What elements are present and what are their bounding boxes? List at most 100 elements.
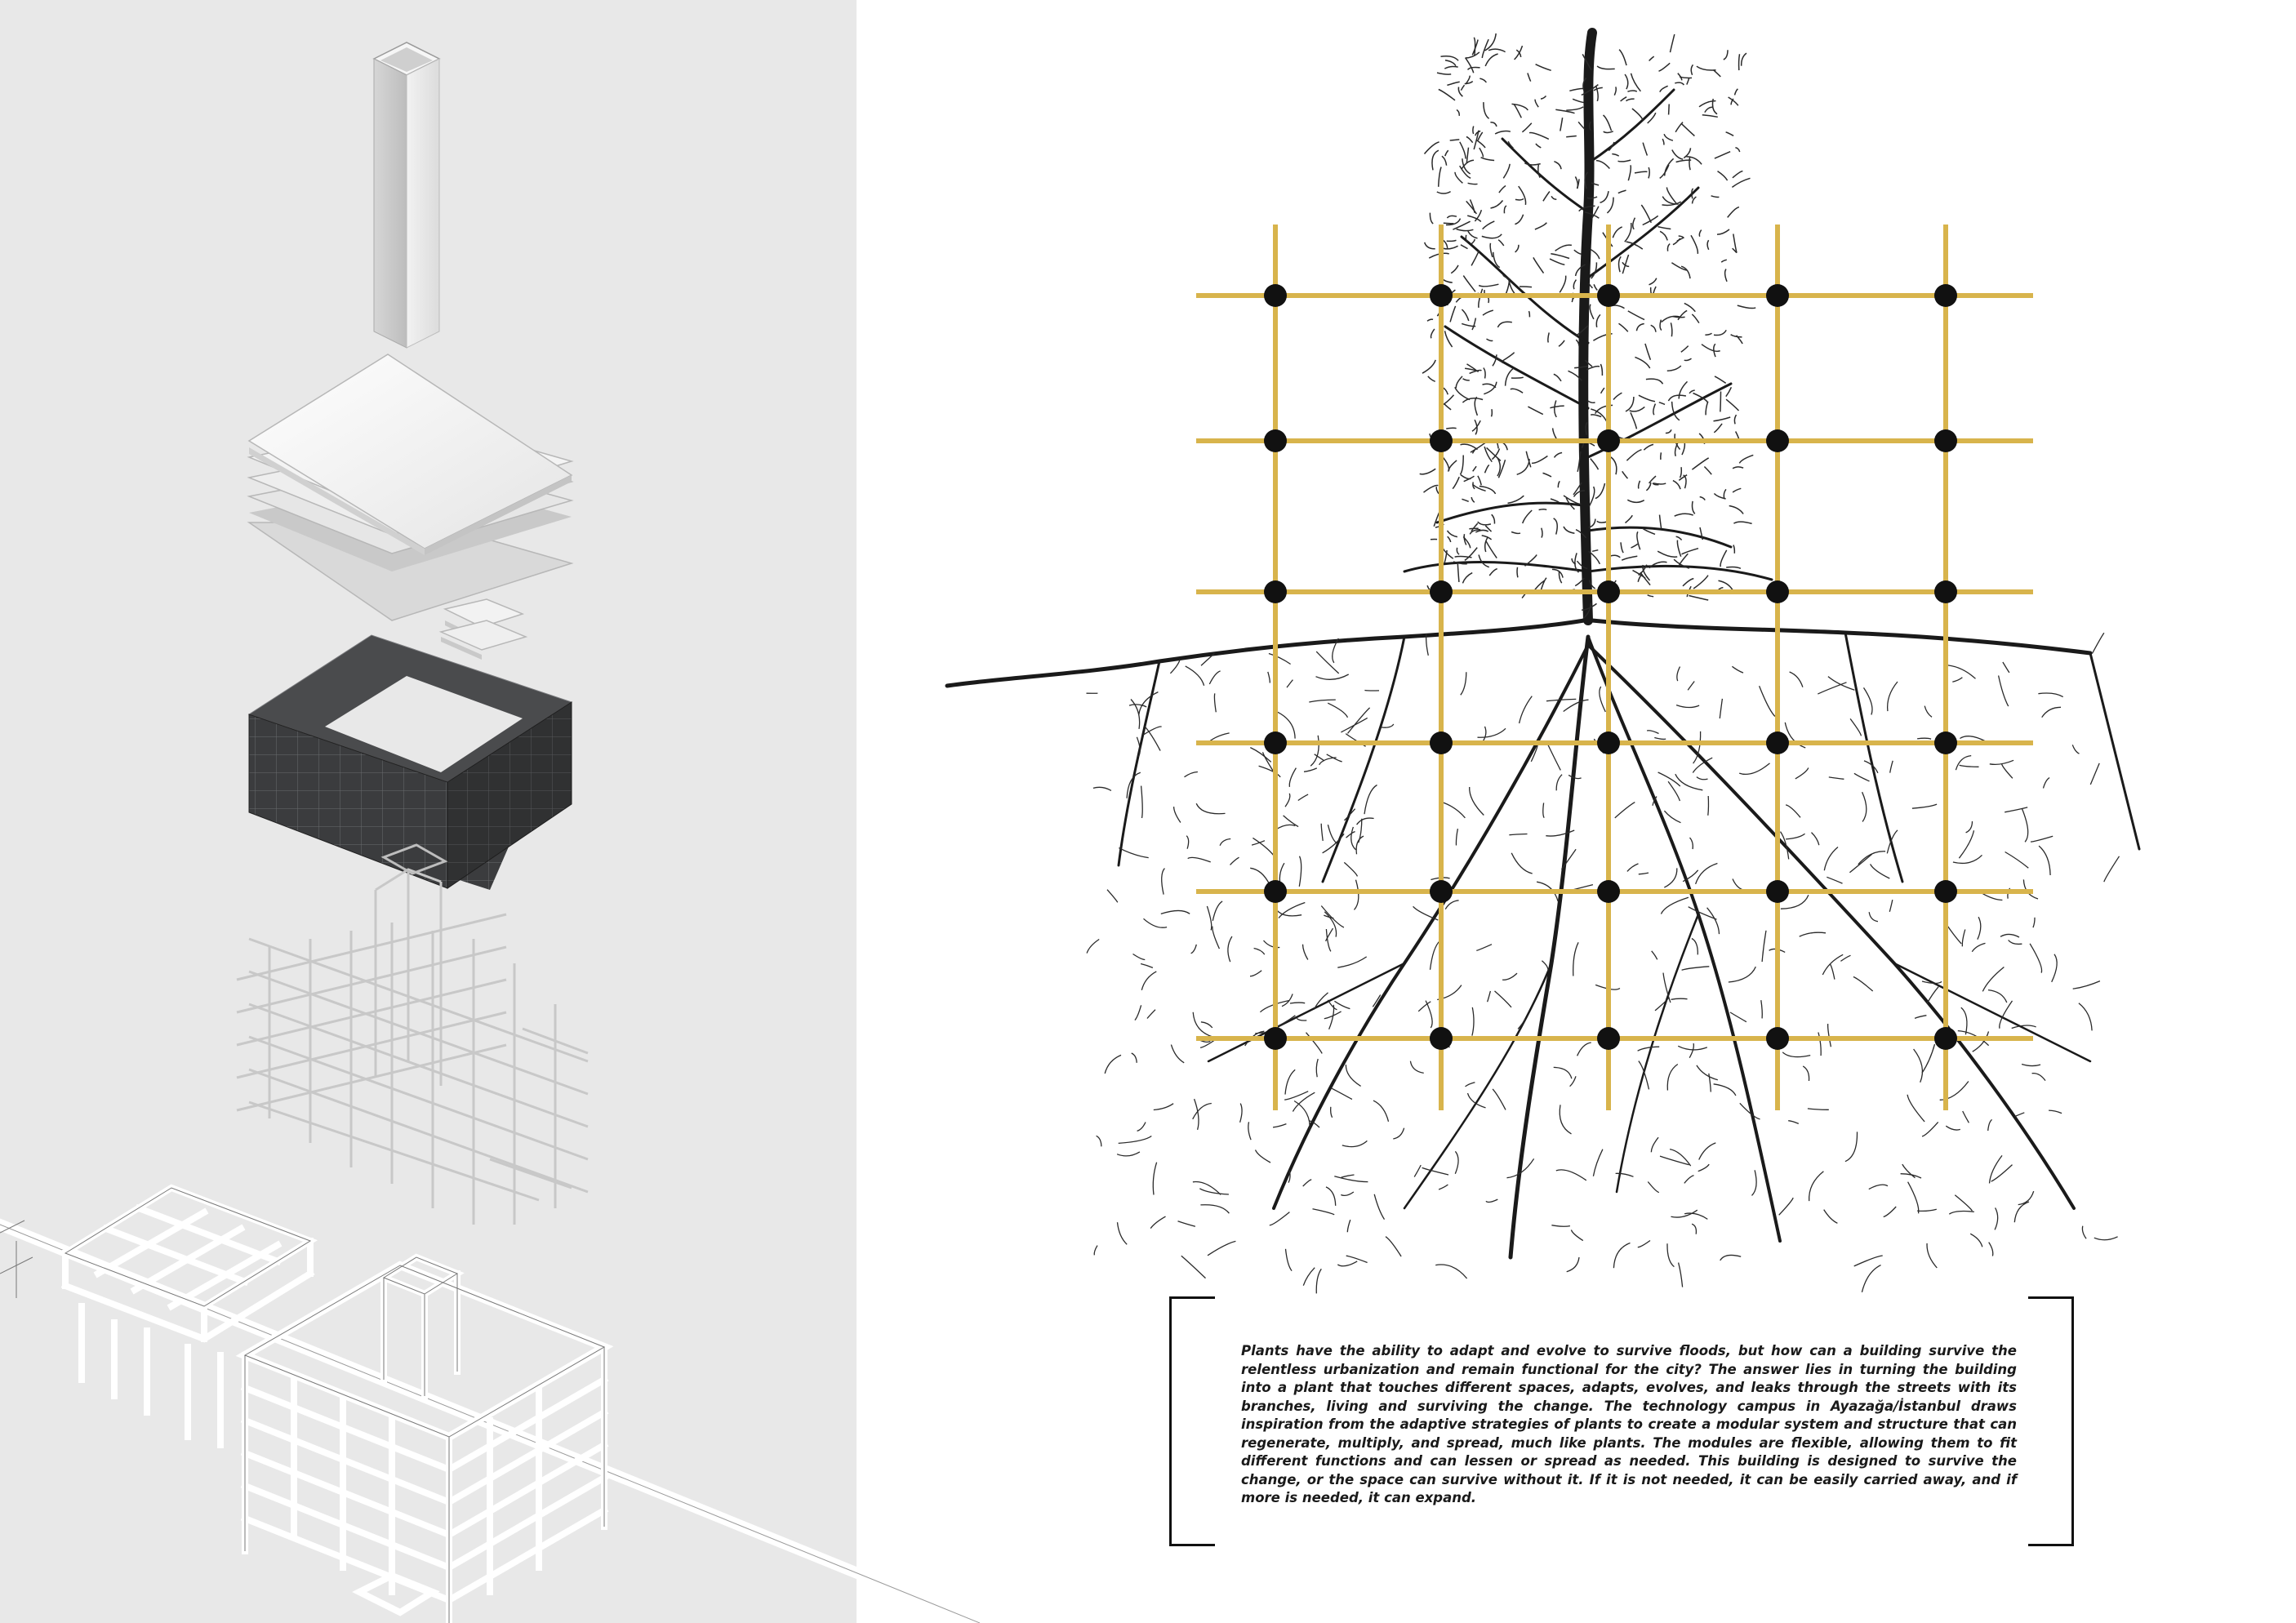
twig — [1691, 1223, 1698, 1234]
twig — [1219, 838, 1231, 846]
twig — [1284, 1091, 1309, 1101]
twig — [1484, 536, 1489, 553]
twig — [1591, 206, 1600, 220]
twig — [1582, 603, 1592, 620]
twig — [2021, 808, 2029, 843]
twig — [1417, 1001, 1431, 1012]
twig — [1530, 745, 1538, 763]
twig — [1409, 1061, 1424, 1074]
twig — [1738, 763, 1770, 776]
twig — [1661, 315, 1680, 323]
twig — [2000, 933, 2020, 938]
twig — [1588, 486, 1595, 507]
twig — [1686, 77, 1690, 85]
twig — [1738, 54, 1741, 71]
grid-node — [1264, 284, 1287, 307]
twig — [1459, 455, 1464, 475]
twig — [1150, 1216, 1166, 1229]
twig — [1325, 928, 1332, 952]
twig — [1464, 81, 1474, 85]
twig — [2081, 1225, 2087, 1239]
twig — [1684, 1212, 1708, 1220]
twig — [1654, 998, 1670, 1012]
grid-node — [1264, 880, 1287, 903]
twig — [1140, 785, 1143, 819]
twig — [1948, 1210, 1974, 1215]
twig — [1498, 185, 1506, 193]
twig — [1676, 237, 1684, 242]
twig — [1554, 160, 1562, 170]
twig — [2071, 745, 2080, 754]
twig — [1627, 165, 1632, 181]
twig — [1573, 490, 1585, 497]
twig — [1987, 1118, 1993, 1132]
twig — [1577, 121, 1586, 131]
twig — [1926, 986, 1939, 1004]
twig — [1515, 49, 1522, 57]
twig — [1484, 446, 1493, 463]
grid-node — [1597, 284, 1620, 307]
twig — [1516, 459, 1530, 476]
twig — [1827, 1024, 1832, 1047]
twig — [1868, 1184, 1889, 1190]
twig — [1136, 736, 1141, 758]
description-frame: Plants have the ability to adapt and evo… — [1169, 1296, 2074, 1546]
twig — [1645, 378, 1664, 385]
twig — [1610, 456, 1617, 475]
twig — [1638, 394, 1656, 402]
twig — [2030, 835, 2053, 843]
twig — [1740, 52, 1747, 66]
twig — [1325, 1186, 1337, 1206]
twig — [1677, 1045, 1708, 1051]
twig — [1195, 803, 1226, 815]
twig — [1302, 944, 1309, 960]
twig — [1116, 1222, 1128, 1245]
twig — [1492, 1088, 1506, 1110]
twig — [1728, 96, 1739, 106]
twig — [2038, 692, 2064, 698]
twig — [1254, 1149, 1271, 1163]
twig — [1546, 742, 1561, 771]
twig — [1659, 85, 1668, 92]
twig — [2018, 1190, 2035, 1206]
twig — [1483, 102, 1490, 119]
twig — [1698, 100, 1716, 108]
twig — [1944, 664, 1976, 679]
grid-node — [1430, 731, 1453, 754]
grid-node — [1766, 580, 1789, 603]
twig — [1566, 106, 1584, 111]
twig — [1863, 760, 1879, 774]
twig — [1460, 443, 1478, 451]
twig — [1729, 1012, 1747, 1023]
twig — [1828, 776, 1844, 780]
twig — [1725, 386, 1733, 398]
twig — [1666, 1063, 1679, 1091]
twig — [1568, 370, 1582, 381]
twig — [1642, 142, 1649, 156]
twig — [1131, 1052, 1137, 1063]
twig — [1965, 820, 1973, 834]
twig — [1588, 282, 1594, 289]
twig — [1536, 881, 1559, 902]
twig — [1137, 1122, 1146, 1132]
twig — [1327, 702, 1349, 718]
twig — [1143, 918, 1168, 928]
twig — [1559, 1105, 1572, 1135]
twig — [1521, 122, 1533, 133]
twig — [1517, 1018, 1526, 1029]
twig — [1732, 466, 1744, 469]
twig — [2005, 807, 2028, 813]
grid-node — [1597, 731, 1620, 754]
twig — [2014, 1112, 2025, 1118]
twig — [1988, 1155, 2003, 1184]
twig — [1430, 328, 1435, 339]
twig — [1281, 994, 1293, 1007]
twig — [1712, 69, 1721, 78]
twig — [1862, 687, 1873, 715]
twig — [1419, 468, 1436, 475]
twig — [1971, 942, 1986, 953]
twig — [1802, 1065, 1810, 1082]
twig — [1669, 33, 1675, 53]
twig — [1625, 514, 1633, 524]
twig — [1474, 209, 1483, 222]
